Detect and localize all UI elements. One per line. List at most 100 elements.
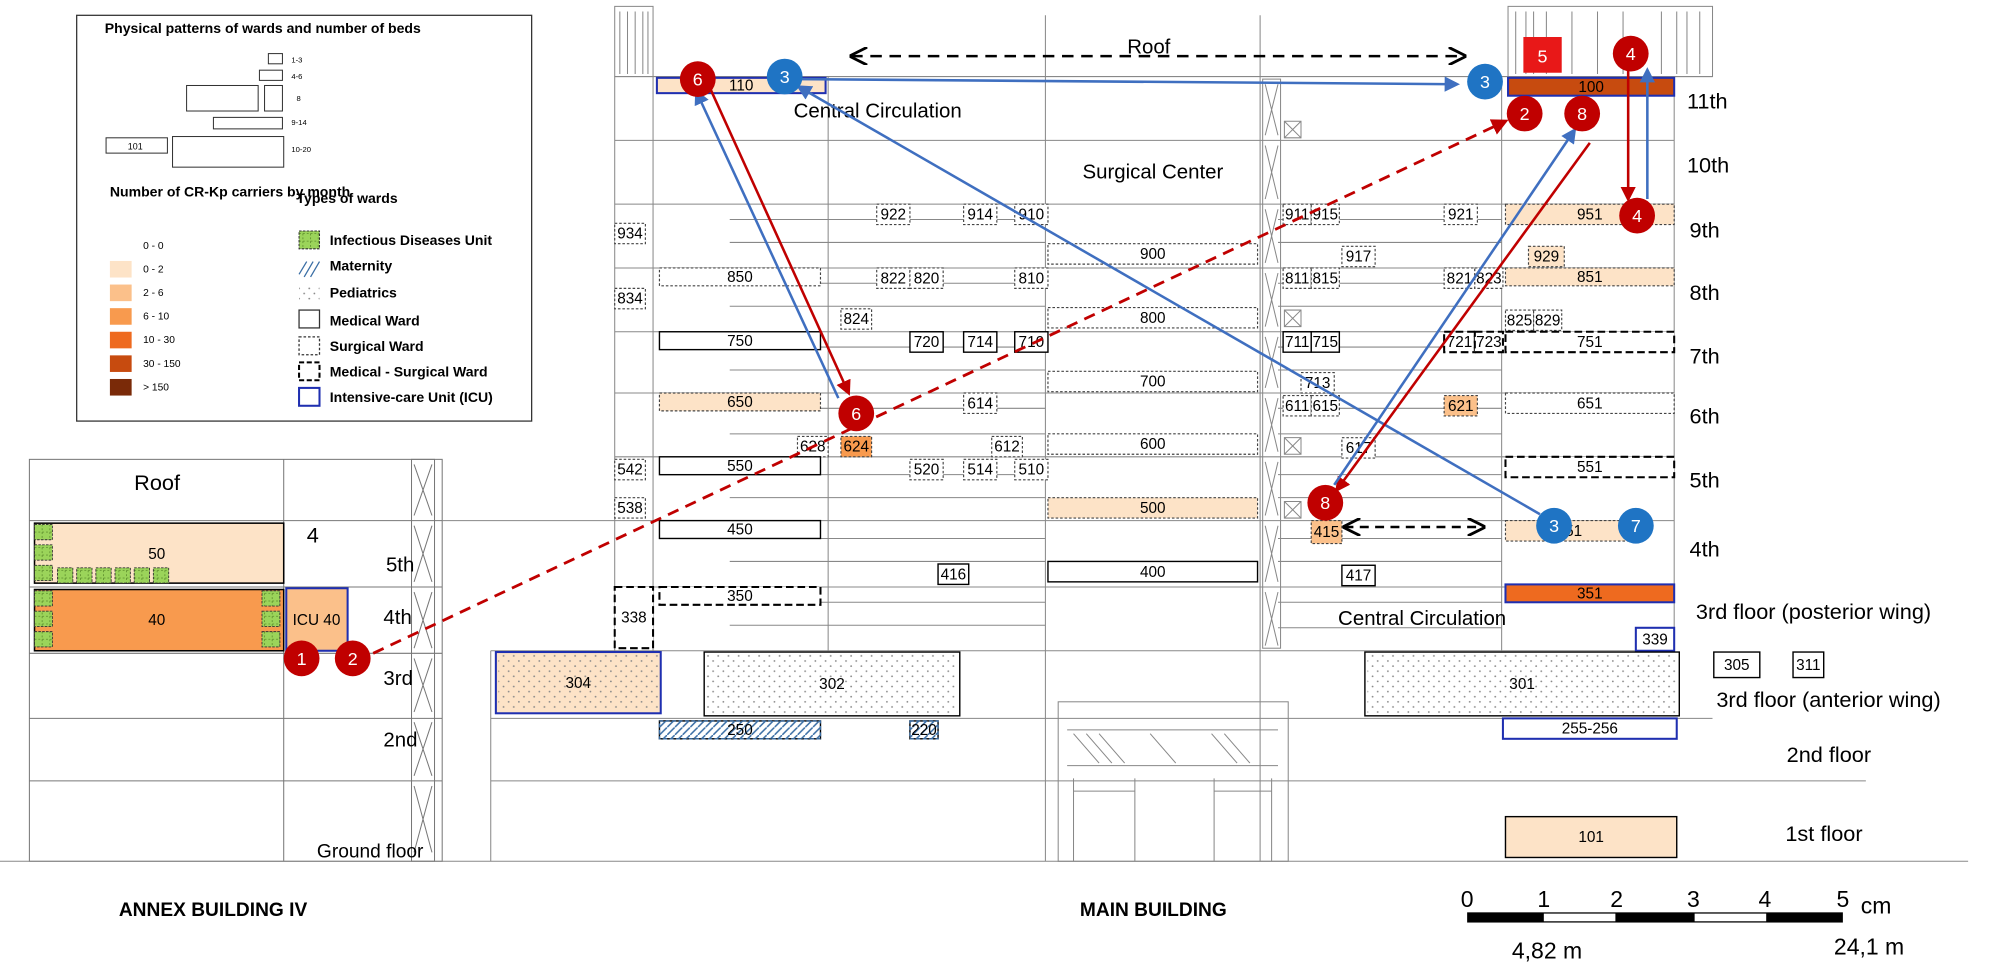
svg-text:829: 829 (1535, 312, 1561, 329)
event-marker-3: 3 (1536, 507, 1572, 544)
event-marker-6: 6 (838, 395, 875, 432)
scale-meters-1: 4,82 m (1512, 937, 1582, 963)
event-marker-8: 8 (1564, 95, 1601, 132)
svg-text:615: 615 (1312, 398, 1338, 415)
path-6a (709, 88, 851, 396)
maternity-swatch (298, 261, 321, 278)
ward-542: 542 (614, 458, 646, 481)
svg-text:917: 917 (1346, 249, 1372, 266)
type-label: Infectious Diseases Unit (330, 232, 493, 248)
carrier-bin-swatch (109, 308, 132, 325)
pediatrics-swatch (299, 285, 320, 302)
scale-unit: cm (1861, 893, 1892, 919)
svg-text:301: 301 (1509, 676, 1535, 693)
path-3b (796, 85, 1541, 516)
ward-911: 911 (1282, 203, 1312, 226)
svg-text:6: 6 (693, 70, 703, 90)
ward-500: 500 (1047, 497, 1259, 519)
svg-text:339: 339 (1642, 631, 1668, 648)
svg-text:721: 721 (1447, 334, 1473, 351)
ward-910: 910 (1014, 203, 1049, 226)
svg-text:250: 250 (727, 722, 753, 739)
svg-text:850: 850 (727, 269, 753, 286)
ward-311: 311 (1792, 651, 1825, 679)
central-circulation-label: Central Circulation (794, 100, 962, 122)
ward-520: 520 (909, 458, 944, 481)
ward-723: 723 (1473, 330, 1504, 354)
ward-612: 612 (991, 435, 1023, 458)
ward-822: 822 (876, 267, 911, 289)
ward-label: 50 (148, 546, 165, 563)
ward-538: 538 (614, 497, 646, 519)
svg-text:338: 338 (621, 610, 647, 627)
event-marker-3: 3 (766, 58, 803, 95)
carrier-bin-label: 10 - 30 (143, 335, 175, 346)
svg-text:611: 611 (1285, 398, 1309, 415)
svg-text:900: 900 (1140, 246, 1166, 263)
legend-size-label: 1-3 (291, 56, 302, 65)
icu-swatch (298, 386, 321, 407)
event-marker-6: 6 (679, 61, 716, 97)
event-marker-1: 1 (283, 640, 320, 677)
svg-text:8: 8 (1320, 493, 1330, 513)
ward-338: 338 (613, 585, 655, 650)
annex-floor-label: 4th (383, 607, 411, 629)
ward-label: 40 (148, 612, 165, 629)
ward-820: 820 (909, 267, 944, 289)
annex-marker: 4 (307, 522, 319, 547)
event-markers: 1 2 6 3 3 5 4 2 8 4 6 8 3 7 (283, 35, 1656, 677)
carrier-bin-label: 6 - 10 (143, 312, 169, 323)
svg-text:304: 304 (566, 675, 592, 692)
scale-tick: 1 (1537, 886, 1550, 912)
svg-text:934: 934 (617, 226, 643, 243)
ward-351: 351 (1504, 583, 1676, 604)
svg-text:2: 2 (348, 649, 358, 669)
ward-921: 921 (1443, 203, 1478, 226)
ward-621: 621 (1443, 394, 1478, 417)
scale-tick: 2 (1610, 886, 1623, 912)
svg-text:614: 614 (967, 395, 993, 412)
svg-text:110: 110 (729, 78, 753, 95)
svg-text:311: 311 (1796, 657, 1820, 674)
event-marker-3: 3 (1467, 63, 1503, 100)
svg-text:100: 100 (1578, 79, 1604, 96)
legend-title: Physical patterns of wards and number of… (105, 20, 421, 36)
ward-651: 651 (1504, 392, 1675, 414)
svg-text:1: 1 (297, 649, 307, 669)
svg-text:914: 914 (967, 206, 993, 223)
legend-carriers-title: Number of CR-Kp carriers by month (110, 184, 350, 200)
event-marker-4: 4 (1619, 197, 1656, 234)
svg-text:350: 350 (727, 588, 753, 605)
ward-220: 220 (909, 720, 939, 740)
scale-tick: 5 (1836, 886, 1849, 912)
svg-text:650: 650 (727, 394, 753, 411)
svg-text:825: 825 (1507, 312, 1533, 329)
svg-text:720: 720 (914, 334, 940, 351)
ward-600: 600 (1047, 433, 1259, 455)
ward-915: 915 (1310, 203, 1340, 226)
svg-text:4: 4 (1632, 206, 1642, 226)
ward-917: 917 (1341, 245, 1376, 268)
ward-510: 510 (1014, 458, 1049, 481)
type-label: Surgical Ward (330, 338, 424, 354)
carrier-bin-label: 0 - 2 (143, 264, 164, 275)
svg-text:921: 921 (1448, 206, 1474, 223)
ward-851: 851 (1504, 267, 1675, 287)
svg-text:821: 821 (1447, 270, 1473, 287)
carrier-bin-label: 0 - 0 (143, 241, 164, 252)
annex-floor-label: 2nd (383, 729, 417, 751)
svg-text:851: 851 (1577, 269, 1603, 286)
ward-815: 815 (1310, 267, 1340, 289)
event-marker-2: 2 (334, 640, 371, 677)
svg-text:751: 751 (1577, 334, 1603, 351)
legend-size-label: 8 (296, 94, 300, 103)
svg-text:651: 651 (1577, 395, 1603, 412)
ward-800: 800 (1047, 306, 1259, 329)
ward-720: 720 (909, 331, 944, 353)
event-marker-4: 4 (1612, 35, 1649, 72)
ward-416: 416 (937, 563, 970, 586)
ward-922: 922 (876, 203, 911, 226)
legend-size-label: 4-6 (291, 72, 302, 81)
ward-821: 821 (1443, 267, 1476, 289)
type-label: Maternity (330, 258, 393, 274)
